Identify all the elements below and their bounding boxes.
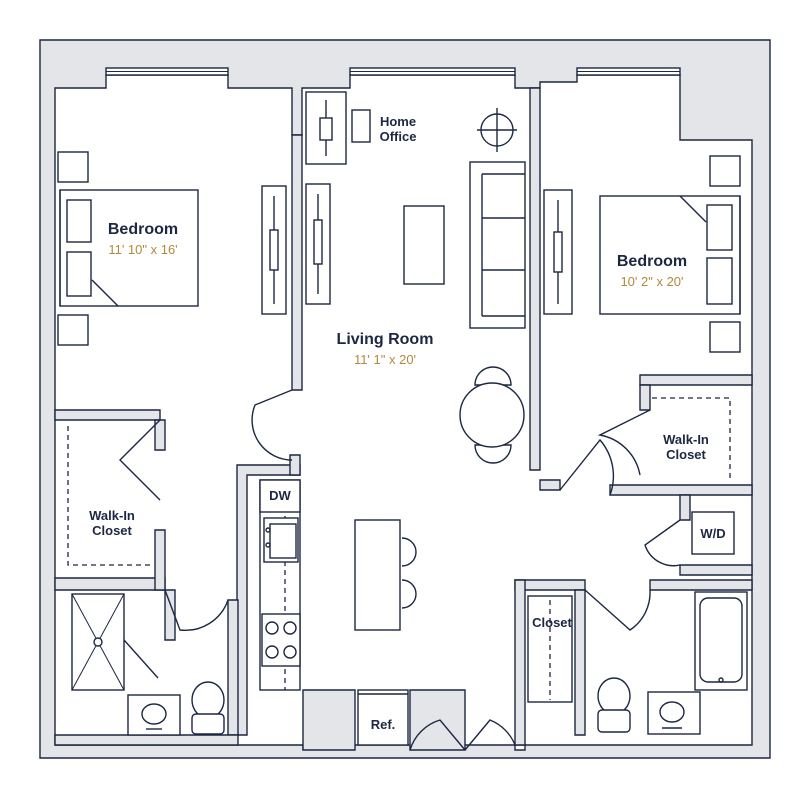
doors: [119, 389, 681, 751]
bed-right: [599, 195, 741, 315]
sink-left: [127, 694, 181, 736]
room-label-walkin-left-line1: Walk-In: [89, 508, 135, 523]
refrigerator: [357, 689, 409, 746]
room-label-walkin-left-line2: Closet: [92, 523, 132, 538]
windows: [105, 67, 681, 76]
sink-right: [647, 691, 701, 735]
coffee-table: [403, 205, 445, 285]
kitchen-counter: [259, 479, 301, 691]
appliance-label-dw: DW: [269, 488, 291, 503]
shower: [71, 593, 125, 691]
nightstand: [709, 321, 741, 353]
toilet-left: [191, 681, 225, 735]
room-label-home-office-line2: Office: [380, 129, 417, 144]
interior-walls: [54, 87, 753, 751]
washer-dryer: [691, 511, 735, 555]
room-label-living-room: Living Room: [337, 331, 434, 348]
sofa: [469, 161, 526, 329]
room-dimension-living-room: 11' 1" x 20': [354, 352, 416, 367]
room-dimension-bedroom-right: 10' 2" x 20': [620, 274, 683, 289]
wardrobe: [543, 189, 573, 315]
bed-left: [59, 189, 199, 307]
room-label-closet: Closet: [532, 615, 572, 630]
nightstand: [57, 151, 89, 183]
office-desk: [305, 91, 371, 165]
room-label-bedroom-right: Bedroom: [617, 253, 687, 270]
kitchen-island: [354, 519, 417, 631]
side-table: [477, 108, 517, 152]
tv-console: [305, 183, 331, 305]
appliance-label-ref: Ref.: [371, 717, 396, 732]
shower-glass: [123, 639, 159, 679]
room-dimension-bedroom-left: 11' 10" x 16': [108, 242, 177, 257]
appliance-label-wd: W/D: [700, 526, 725, 541]
closet-rod-left: [67, 426, 150, 566]
room-label-walkin-right-line1: Walk-In: [663, 432, 709, 447]
room-label-home-office-line1: Home: [380, 114, 416, 129]
exterior-walls: [39, 39, 771, 759]
dining-table: [459, 366, 525, 464]
nightstand: [57, 314, 89, 346]
toilet-right: [597, 677, 631, 733]
room-label-walkin-right-line2: Closet: [666, 447, 706, 462]
nightstand: [709, 155, 741, 187]
bathtub: [694, 591, 748, 691]
room-label-bedroom-left: Bedroom: [108, 221, 178, 238]
hall-closet: [527, 595, 573, 703]
wardrobe: [261, 185, 287, 315]
